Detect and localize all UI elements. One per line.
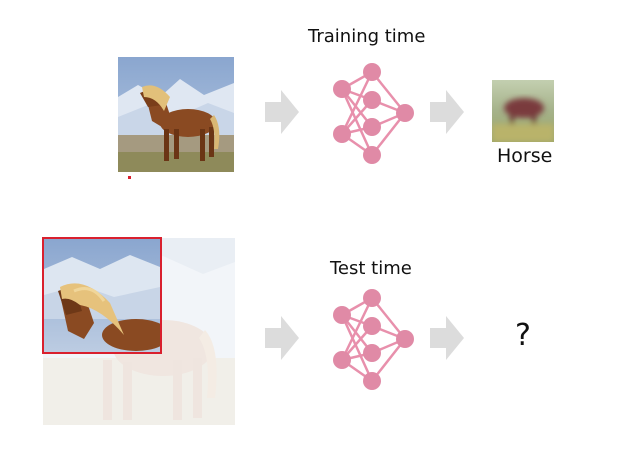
training-arrow-in (265, 90, 299, 134)
network-nodes (333, 289, 414, 390)
network-edges (340, 296, 406, 383)
test-crop-region (42, 237, 162, 354)
training-arrow-out (430, 90, 464, 134)
test-arrow-in (265, 316, 299, 360)
red-tick-mark (128, 176, 131, 179)
training-horse-photo (118, 57, 234, 172)
network-nodes (333, 63, 414, 164)
unknown-output-question-mark: ? (515, 318, 531, 353)
training-neural-network (325, 60, 420, 168)
test-neural-network (325, 286, 420, 394)
training-time-title: Training time (308, 26, 426, 47)
output-label-horse: Horse (497, 145, 553, 167)
blurry-horse-thumbnail (492, 80, 554, 142)
test-arrow-out (430, 316, 464, 360)
test-time-title: Test time (330, 258, 412, 279)
network-edges (340, 70, 406, 157)
